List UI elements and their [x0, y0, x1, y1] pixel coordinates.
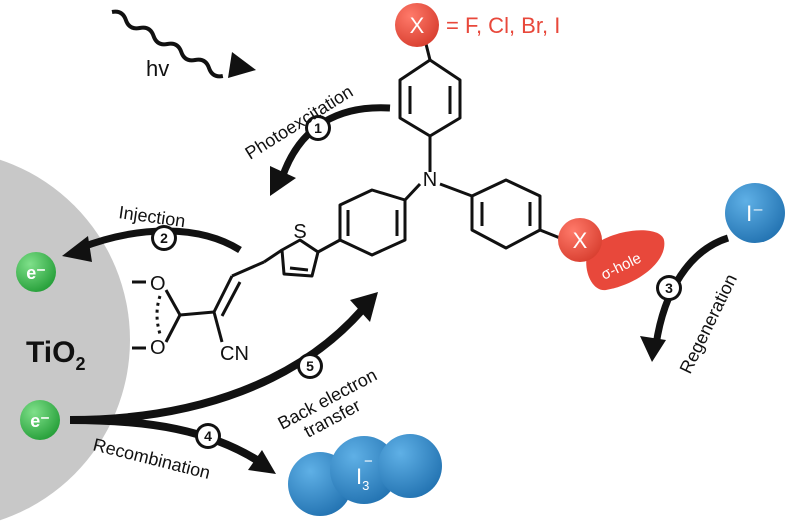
svg-text:I⁻: I⁻	[746, 201, 764, 226]
photoexcitation-label: Photoexcitation	[242, 81, 357, 163]
nitrogen-atom: N	[423, 169, 437, 191]
svg-text:2: 2	[160, 230, 168, 246]
svg-text:4: 4	[204, 428, 212, 444]
injection-arrowhead	[62, 236, 92, 262]
back-transfer-arrowhead	[350, 292, 378, 322]
photoexcitation-arrowhead	[270, 166, 296, 196]
light-arrowhead	[228, 52, 256, 78]
step-1-badge: 1	[305, 115, 331, 141]
regeneration-arrowhead	[640, 336, 666, 362]
svg-text:1: 1	[314, 120, 322, 136]
step-3-badge: 3	[656, 275, 682, 301]
step-5-badge: 5	[297, 353, 323, 379]
oxygen-top: O	[150, 273, 166, 295]
svg-text:e⁻: e⁻	[26, 263, 46, 283]
electron-bottom: e⁻	[20, 400, 60, 440]
step-2-badge: 2	[151, 225, 177, 251]
oxygen-bottom: O	[150, 337, 166, 359]
regeneration-arrow	[652, 234, 730, 346]
iodide-ion: I⁻	[725, 183, 785, 243]
svg-text:5: 5	[306, 358, 314, 374]
nitrile-group: CN	[220, 343, 249, 365]
recombination-arrowhead	[248, 450, 276, 474]
halogen-top: X	[395, 3, 439, 47]
regeneration-label: Regeneration	[676, 271, 741, 377]
electron-top: e⁻	[16, 252, 56, 292]
svg-text:−: −	[364, 453, 373, 470]
halogen-right: X	[558, 218, 602, 262]
triiodide-cluster: I3 −	[288, 434, 442, 516]
light-wave-icon	[111, 9, 224, 79]
svg-text:e⁻: e⁻	[30, 411, 50, 431]
sigma-hole-lobe	[586, 230, 665, 291]
tio2-label: TiO2	[26, 336, 85, 374]
svg-text:3: 3	[665, 280, 673, 296]
halogen-legend: = F, Cl, Br, I	[446, 13, 560, 38]
svg-text:X: X	[573, 228, 588, 253]
dye-molecule	[132, 39, 561, 350]
recombination-label: Recombination	[91, 434, 212, 482]
svg-text:I3: I3	[356, 464, 369, 493]
svg-text:X: X	[410, 13, 425, 38]
injection-label: Injection	[117, 202, 186, 231]
sulfur-atom: S	[293, 221, 306, 243]
step-4-badge: 4	[195, 423, 221, 449]
recombination-arrow	[69, 416, 263, 466]
hv-label: hv	[146, 56, 169, 81]
